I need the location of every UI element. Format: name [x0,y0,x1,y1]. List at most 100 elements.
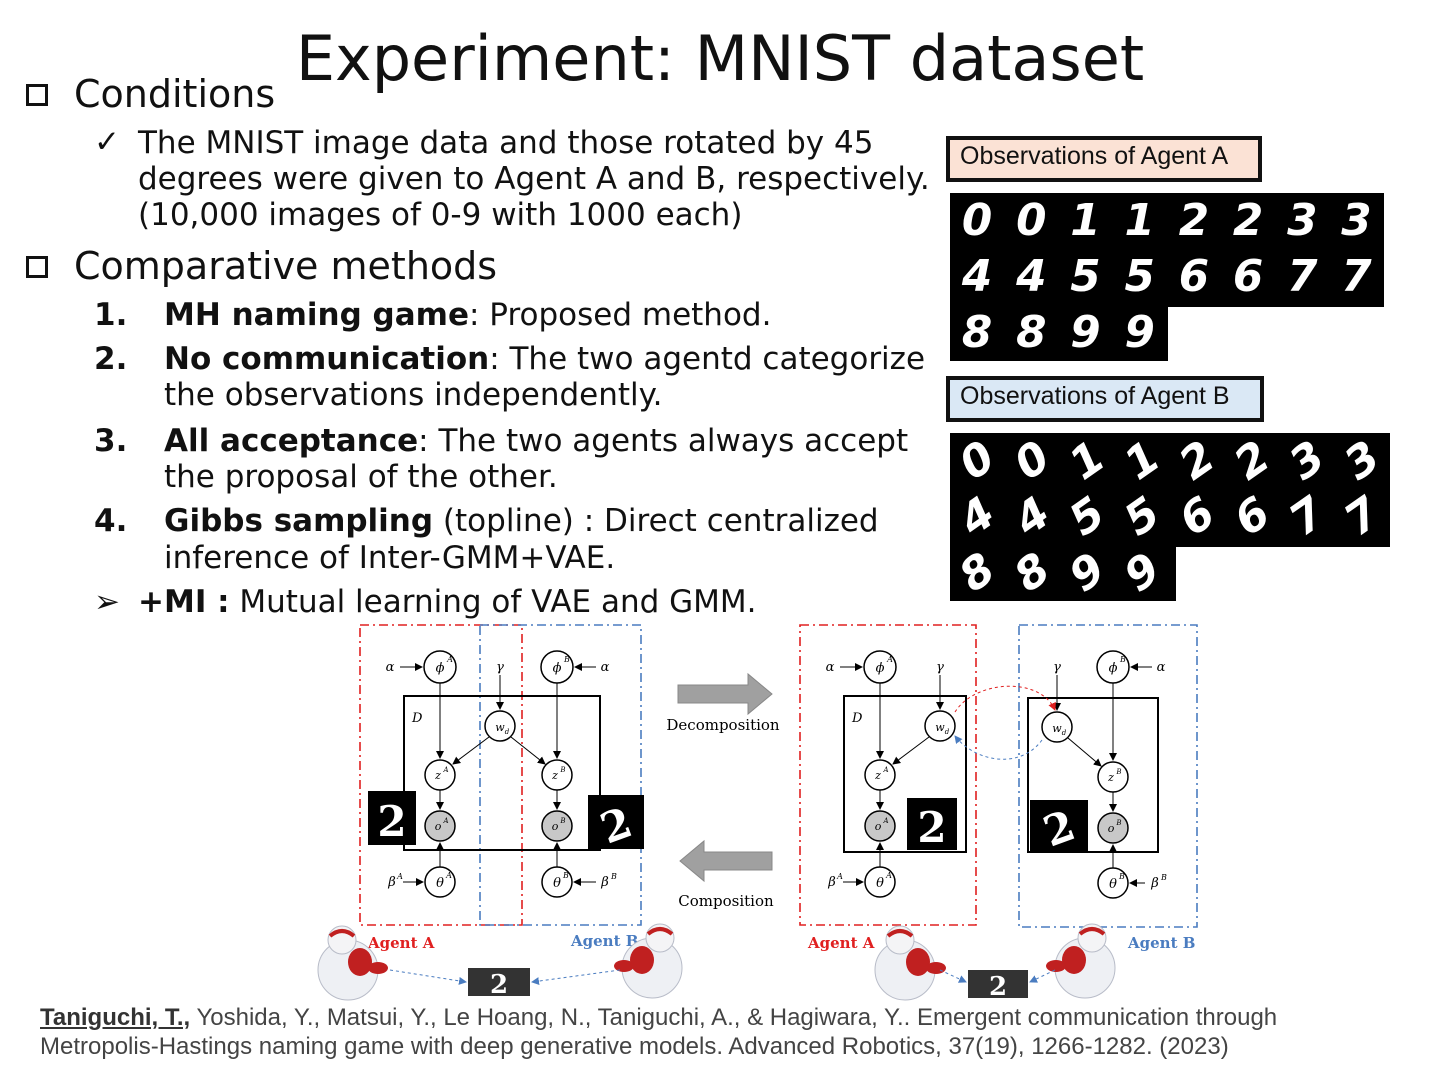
robot-b-left-icon [614,923,683,999]
agent-b-observations-label: Observations of Agent B [946,376,1264,422]
agent-b-split-boundary [1018,624,1198,928]
robot-b-right-icon [1046,923,1116,999]
method-4: Gibbs sampling (topline) : Direct centra… [164,503,879,539]
svg-text:B: B [1115,819,1121,827]
mnist-digit: 1 [1070,195,1101,246]
mnist-digit: 7 [1287,251,1318,302]
mnist-digit: 9 [1115,542,1170,603]
svg-text:o: o [875,820,882,833]
svg-text:A: A [442,766,448,774]
svg-text:B: B [559,817,565,825]
svg-text:A: A [882,817,888,825]
svg-text:A: A [836,872,843,881]
svg-text:A: A [445,871,452,880]
svg-text:B: B [563,655,570,664]
svg-text:B: B [559,766,565,774]
mnist-digit: 1 [1124,195,1155,246]
svg-text:α: α [386,660,395,675]
plate-a [843,695,967,853]
agent-b-label-right: Agent B [1127,934,1195,952]
method-number-1: 1. [94,297,128,333]
svg-text:A: A [886,655,893,664]
mnist-digit: 4 [961,251,993,302]
method-1: MH naming game: Proposed method. [164,297,772,333]
mnist-digit: 0 [1016,195,1047,246]
plate-a-label: D [851,711,863,726]
sign-box-left [468,968,530,996]
svg-text:ϕ: ϕ [1109,661,1118,676]
svg-text:o: o [1108,822,1115,835]
svg-text:γ: γ [1053,660,1061,675]
agent-a-split-boundary [799,624,977,926]
plate-label: D [411,711,423,726]
composition-arrow [679,839,773,883]
svg-text:ϕ: ϕ [876,661,885,676]
svg-text:B: B [610,872,617,881]
digit-image-b-split [1030,800,1088,852]
svg-text:ϕ: ϕ [553,661,562,676]
agent-a-label-right: Agent A [807,934,875,952]
agent-a-digit-grid-top [950,193,1384,307]
slide-title: Experiment: MNIST dataset [295,22,1145,95]
svg-text:A: A [885,871,892,880]
svg-text:θ: θ [876,876,884,891]
robot-a-right-icon [874,925,946,1001]
decomposition-arrow [677,672,773,716]
o-b-node [541,810,573,842]
svg-text:θ: θ [553,876,561,891]
mnist-digit: 5 [1070,251,1101,302]
method-4-cont: inference of Inter-GMM+VAE. [164,540,616,576]
digit-image-a-glyph: 2 [377,797,406,846]
agent-a-observations-label: Observations of Agent A [946,136,1262,182]
mnist-digit: 9 [1124,307,1155,358]
svg-text:α: α [1157,660,1166,675]
condition-line-1: The MNIST image data and those rotated b… [138,125,874,161]
plate-b [1027,697,1159,853]
checkbox-bullet-icon [26,84,48,106]
svg-text:A: A [882,766,888,774]
method-3-cont: the proposal of the other. [164,459,558,495]
agent-a-boundary [359,624,523,926]
checkbox-bullet-icon [26,256,48,278]
proposal-arrow-a-to-b [954,685,1056,713]
agent-b-boundary [479,624,642,926]
svg-text:d: d [505,728,510,736]
robot-a-left-icon [317,925,388,1001]
method-number-4: 4. [94,503,128,539]
agent-b-label-left: Agent B [570,932,638,950]
mnist-digit: 5 [1124,251,1155,302]
method-number-2: 2. [94,341,128,377]
mnist-digit: 4 [1016,251,1047,302]
mnist-digit: 2 [1178,195,1210,246]
svg-text:β: β [1150,876,1159,891]
mnist-digit: 0 [961,195,993,246]
composition-label: Composition [678,892,774,910]
svg-text:θ: θ [436,876,444,891]
svg-text:B: B [562,871,569,880]
svg-text:A: A [442,817,448,825]
svg-text:ϕ: ϕ [436,661,445,676]
mnist-digit: 6 [1232,251,1264,302]
svg-text:β: β [387,875,396,890]
condition-line-3: (10,000 images of 0-9 with 1000 each) [138,197,743,233]
svg-text:γ: γ [496,660,504,675]
svg-text:B: B [1115,768,1121,776]
mnist-digit: 8 [1016,307,1047,358]
arrow-bullet-icon: ➢ [94,584,120,620]
methods-heading: Comparative methods [74,244,498,288]
svg-text:w: w [495,721,505,734]
plate [403,695,601,851]
svg-text:B: B [1119,655,1126,664]
condition-line-2: degrees were given to Agent A and B, res… [138,161,930,197]
o-a-node [424,810,456,842]
sign-box-right [968,970,1028,998]
agent-a-label-left: Agent A [367,934,435,952]
svg-text:z: z [434,769,441,782]
reference-line-2: Metropolis-Hastings naming game with dee… [40,1033,1229,1060]
svg-text:B: B [1160,873,1167,882]
svg-text:d: d [945,728,950,736]
digit-image-a [368,791,416,845]
svg-text:d: d [1062,729,1067,737]
